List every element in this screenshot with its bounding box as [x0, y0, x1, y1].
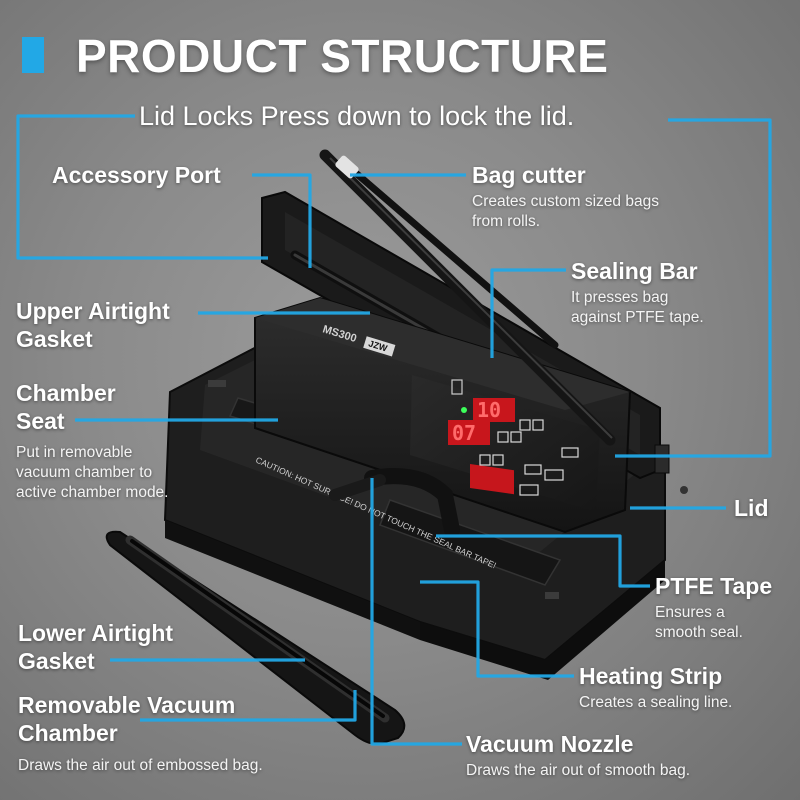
label-removable-chamber-title-2: Chamber [18, 719, 118, 746]
callout-sealing-bar [490, 268, 566, 358]
label-ptfe-tape-desc-1: Ensures a [655, 603, 725, 621]
callout-lines [16, 114, 772, 746]
display-top [470, 464, 514, 495]
label-lower-gasket-title-2: Gasket [18, 647, 95, 674]
callout-accessory-port [252, 173, 312, 268]
callout-vacuum-nozzle [370, 478, 462, 746]
label-removable-chamber-title-1: Removable Vacuum [18, 692, 236, 718]
label-lower-gasket: Lower Airtight Gasket [18, 620, 174, 675]
label-sealing-bar-desc-1: It presses bag [571, 288, 669, 306]
label-vacuum-nozzle: Vacuum Nozzle Draws the air out of smoot… [466, 731, 691, 781]
callout-ptfe-tape [436, 534, 650, 588]
label-ptfe-tape-desc-2: smooth seal. [655, 624, 743, 642]
side-screw [680, 486, 688, 494]
display-top-digits: 10 [477, 398, 501, 422]
callout-lid-locks [16, 114, 268, 260]
panel-icon [451, 379, 463, 395]
label-bag-cutter-desc-1: Creates custom sized bags [472, 192, 659, 210]
label-ptfe-tape-title: PTFE Tape [655, 573, 773, 599]
label-bag-cutter-desc-2: from rolls. [472, 213, 541, 231]
title-accent-bar [22, 37, 44, 73]
label-chamber-seat-desc-2: vacuum chamber to [16, 463, 153, 481]
label-removable-chamber: Removable Vacuum Chamber Draws the air o… [18, 692, 263, 776]
label-sealing-bar-desc-2: against PTFE tape. [571, 309, 704, 327]
label-upper-gasket-title-2: Gasket [16, 325, 93, 352]
label-lid-title: Lid [734, 495, 769, 521]
label-heating-strip-desc: Creates a sealing line. [579, 693, 733, 711]
base-side [420, 560, 665, 680]
label-chamber-seat-desc-1: Put in removable [16, 443, 133, 461]
label-lid-locks: Lid Locks Press down to lock the lid. [139, 101, 575, 131]
lid-top-face [255, 298, 630, 410]
label-chamber-seat-desc-3: active chamber mode. [16, 484, 169, 502]
label-sealing-bar: Sealing Bar It presses bag against PTFE … [571, 258, 704, 329]
label-accessory-port-title: Accessory Port [52, 162, 221, 188]
callout-removable-chamber [140, 690, 357, 722]
base-vent-channel [379, 499, 562, 586]
label-upper-gasket: Upper Airtight Gasket [16, 298, 170, 353]
label-ptfe-tape: PTFE Tape Ensures a smooth seal. [655, 573, 773, 644]
label-lid: Lid [734, 495, 769, 522]
base-front [165, 520, 420, 640]
bag-cutter-rail [346, 164, 559, 349]
label-bag-cutter: Bag cutter Creates custom sized bags fro… [472, 162, 659, 233]
bag-cutter-slider [335, 155, 359, 179]
base-slot-left [208, 380, 226, 387]
display-bottom-digits: 07 [452, 421, 476, 445]
lid-handle [319, 149, 616, 446]
control-buttons [479, 419, 579, 496]
label-lower-gasket-title-1: Lower Airtight [18, 620, 174, 646]
label-upper-gasket-title-1: Upper Airtight [16, 298, 170, 324]
label-chamber-seat: Chamber Seat Put in removable vacuum cha… [16, 380, 169, 504]
label-bag-cutter-title: Bag cutter [472, 162, 586, 188]
lid-handle-highlight [329, 157, 613, 439]
label-removable-chamber-desc: Draws the air out of embossed bag. [18, 756, 263, 774]
label-chamber-seat-title-1: Chamber [16, 380, 116, 406]
label-heating-strip: Heating Strip Creates a sealing line. [579, 663, 733, 713]
base-slot-right [545, 592, 559, 599]
label-chamber-seat-title-2: Seat [16, 407, 65, 434]
label-vacuum-nozzle-desc: Draws the air out of smooth bag. [466, 761, 691, 779]
display-bottom-screen [448, 420, 490, 445]
side-hinge [654, 444, 670, 474]
label-heating-strip-title: Heating Strip [579, 663, 723, 689]
callout-lid-locks-right [615, 118, 772, 458]
label-sealing-bar-title: Sealing Bar [571, 258, 698, 284]
callout-heating-strip [420, 580, 574, 678]
status-led [461, 407, 467, 413]
control-panel [410, 375, 600, 512]
page-title: PRODUCT STRUCTURE [76, 30, 609, 82]
display-top-screen [473, 398, 515, 422]
removable-vacuum-chamber [105, 530, 406, 745]
label-accessory-port: Accessory Port [52, 162, 221, 189]
label-vacuum-nozzle-title: Vacuum Nozzle [466, 731, 634, 757]
